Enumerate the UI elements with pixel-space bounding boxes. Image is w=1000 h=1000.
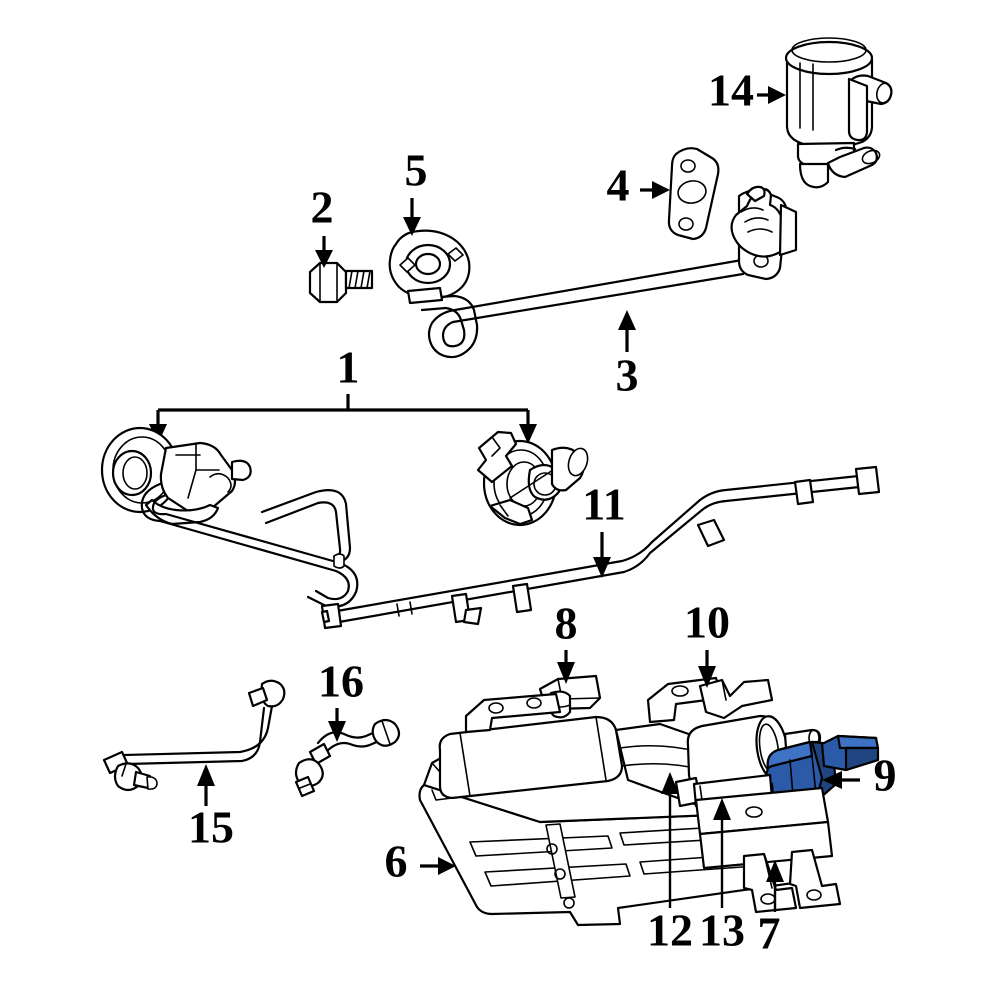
callout-label-8: 8 (555, 598, 578, 649)
part-1-bracket-line (149, 394, 537, 444)
callout-label-10: 10 (684, 597, 730, 648)
leader-12 (661, 772, 679, 908)
part-16-oxygen-sensor-short[interactable] (294, 718, 401, 798)
part-1-egr-valve-left[interactable] (100, 426, 359, 608)
leader-11 (593, 532, 611, 578)
callout-label-16: 16 (318, 656, 364, 707)
part-10-canister-strap[interactable] (646, 676, 774, 724)
callout-label-5: 5 (405, 145, 428, 196)
leader-2 (315, 236, 333, 268)
part-2-bolt[interactable] (308, 261, 374, 304)
leader-13 (713, 798, 731, 908)
leader-6 (420, 857, 456, 875)
callout-label-12: 12 (647, 905, 693, 956)
leader-7 (766, 860, 784, 912)
part-1-egr-valve-right[interactable] (476, 430, 591, 527)
callout-label-2: 2 (311, 182, 334, 233)
callout-label-3: 3 (616, 350, 639, 401)
part-11-fuel-vapor-tube[interactable] (320, 465, 881, 630)
part-3-egr-tube[interactable] (406, 185, 798, 359)
leader-10 (698, 650, 716, 688)
callout-label-13: 13 (699, 905, 745, 956)
part-7-canister-bracket[interactable] (742, 848, 842, 914)
leader-5 (403, 198, 421, 236)
leader-3 (618, 310, 636, 352)
callout-label-14: 14 (708, 65, 754, 116)
callout-label-15: 15 (188, 802, 234, 853)
callout-label-6: 6 (385, 836, 408, 887)
part-14-vapor-canister-purge[interactable] (784, 37, 893, 189)
callout-label-4: 4 (607, 160, 630, 211)
leader-9 (822, 771, 860, 789)
leader-4 (640, 181, 670, 199)
part-4-egr-gasket[interactable] (667, 147, 720, 241)
part-15-oxygen-sensor-long[interactable] (102, 679, 286, 792)
callout-label-11: 11 (582, 479, 625, 530)
leader-8 (557, 650, 575, 684)
callout-label-9: 9 (874, 750, 897, 801)
callout-label-1: 1 (337, 342, 360, 393)
callout-label-7: 7 (758, 908, 781, 959)
leader-15 (197, 764, 215, 806)
leader-14 (757, 86, 786, 104)
callout-labels: 1 2 3 4 5 6 7 8 9 10 11 12 13 14 15 16 (188, 65, 897, 959)
canister-mounting-rail (694, 786, 834, 870)
leader-16 (328, 708, 346, 742)
part-5-egr-flange-gasket[interactable] (388, 229, 471, 300)
